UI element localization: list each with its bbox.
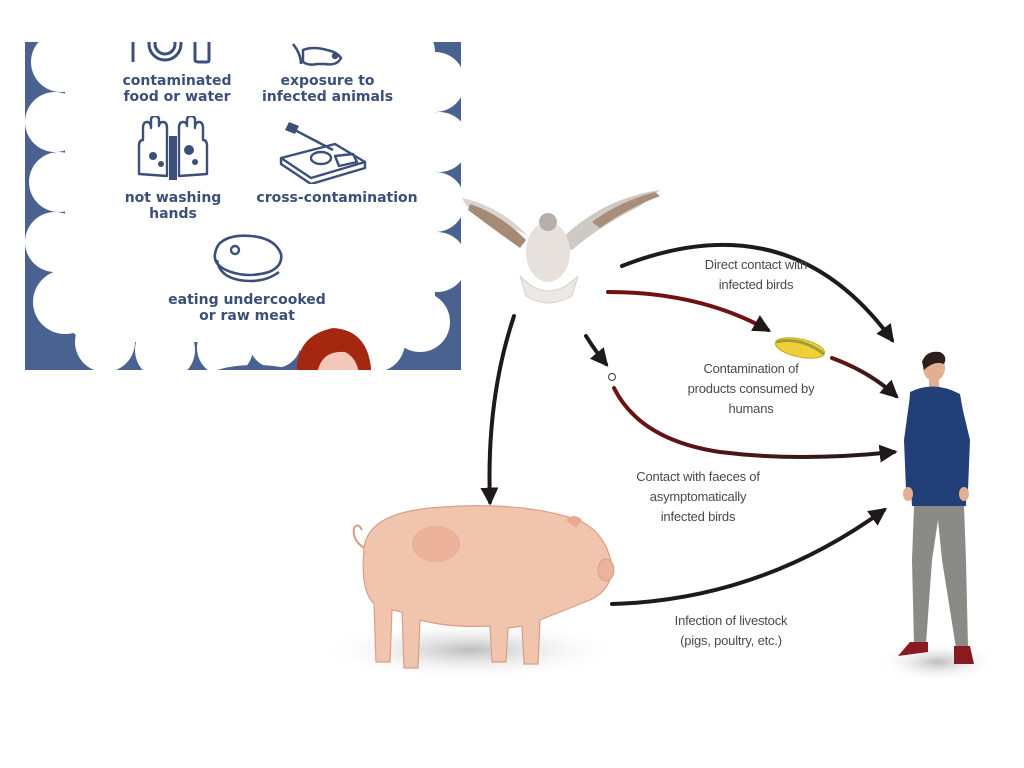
label-not-washing-hands: not washing hands — [124, 190, 222, 222]
steak-icon — [213, 234, 283, 283]
label-product-contamination: Contamination of products consumed by hu… — [687, 361, 815, 416]
label-direct-contact: Direct contact with infected birds — [704, 257, 808, 292]
arrow-product-to-human — [830, 356, 899, 399]
person-head-icon — [297, 328, 371, 370]
cutlery-icon — [131, 42, 211, 64]
arrow-pig-to-human — [610, 507, 887, 606]
label-cross-contamination: cross-contamination — [256, 190, 418, 206]
arrow-faeces-to-human — [612, 386, 898, 463]
label-livestock-infection: Infection of livestock (pigs, poultry, e… — [674, 613, 788, 648]
dirty-hands-icon — [137, 116, 209, 180]
label-contaminated-food: contaminated food or water — [122, 73, 232, 105]
arrow-bird-to-node — [584, 334, 609, 367]
cutting-board-icon — [279, 122, 367, 184]
junction-node — [607, 372, 617, 382]
arrow-bird-to-product — [606, 290, 772, 332]
man-icon — [878, 351, 998, 682]
corn-icon — [774, 337, 826, 359]
label-faeces-contact: Contact with faeces of asymptomatically … — [636, 469, 760, 524]
thought-cloud — [25, 42, 461, 370]
infographic-panel: contaminated food or water exposure to i… — [25, 42, 461, 370]
arrow-bird-to-pig — [480, 314, 516, 506]
label-exposure-animals: exposure to infected animals — [261, 73, 394, 105]
cow-icon — [292, 43, 343, 66]
pig-icon — [320, 505, 620, 680]
pigeon-icon — [462, 190, 660, 304]
label-undercooked-meat: eating undercooked or raw meat — [168, 292, 326, 324]
arrow-direct-contact — [620, 242, 895, 343]
